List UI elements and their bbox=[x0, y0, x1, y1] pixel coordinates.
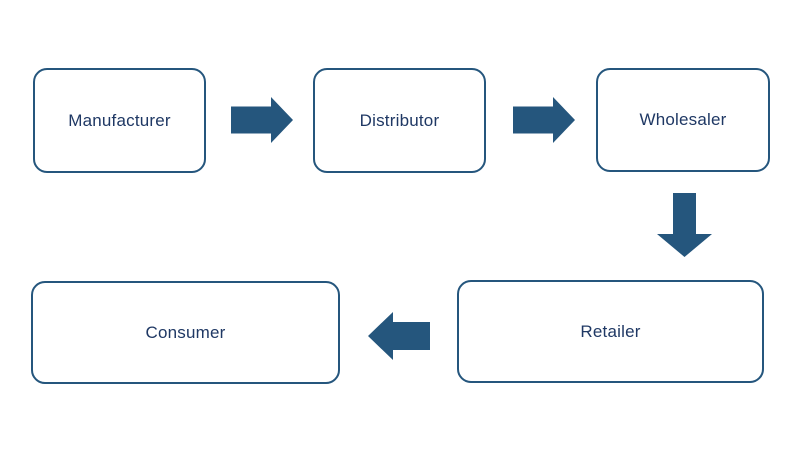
connector-retailer-consumer bbox=[368, 312, 430, 360]
connector-wholesaler-retailer bbox=[657, 193, 712, 257]
node-consumer-label: Consumer bbox=[145, 322, 226, 342]
arrow-left-icon bbox=[368, 312, 430, 360]
connector-distributor-wholesaler bbox=[513, 97, 575, 143]
node-wholesaler-label: Wholesaler bbox=[639, 110, 727, 129]
connector-manufacturer-distributor bbox=[231, 97, 293, 143]
node-manufacturer: Manufacturer bbox=[33, 68, 206, 173]
node-retailer: Retailer bbox=[457, 280, 764, 383]
arrow-down-icon bbox=[657, 193, 712, 257]
arrow-right-icon bbox=[513, 97, 575, 143]
arrow-right-icon bbox=[231, 97, 293, 143]
node-manufacturer-label: Manufacturer bbox=[68, 110, 171, 130]
node-distributor-label: Distributor bbox=[359, 110, 440, 130]
node-retailer-label: Retailer bbox=[580, 321, 641, 341]
node-wholesaler: Wholesaler bbox=[596, 68, 770, 172]
node-distributor: Distributor bbox=[313, 68, 486, 173]
node-consumer: Consumer bbox=[31, 281, 340, 384]
